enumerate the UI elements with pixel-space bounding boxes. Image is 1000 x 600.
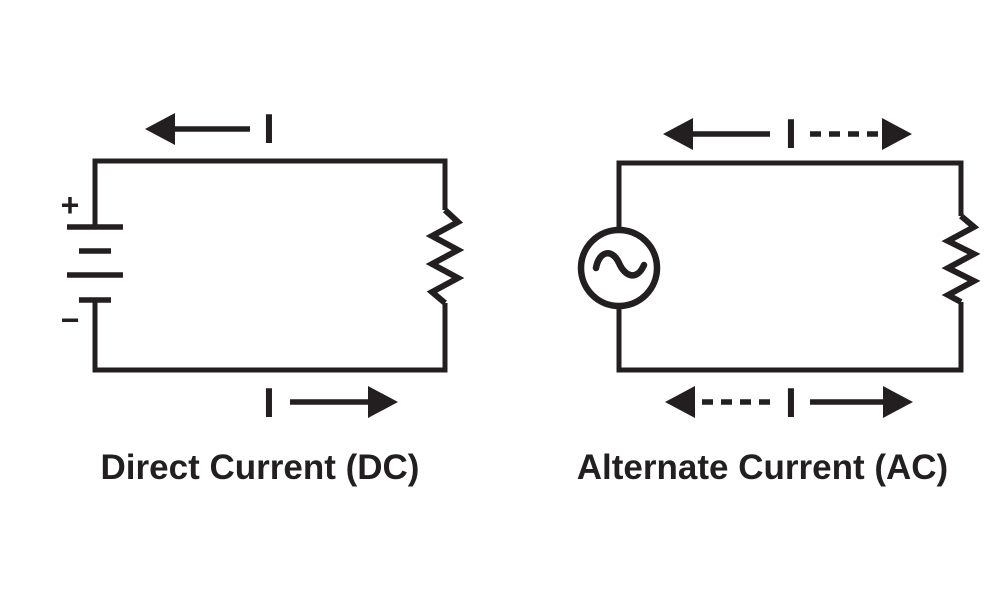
ac-circuit-diagram: I I — [577, 110, 981, 426]
arrow-head-right-icon — [882, 118, 912, 150]
dc-resistor-icon — [425, 207, 465, 306]
ac-bottom-arrow-left-dashed-icon — [665, 386, 772, 418]
arrow-head-left-icon — [663, 118, 693, 150]
dc-caption: Direct Current (DC) — [100, 448, 420, 487]
dc-wire-top — [92, 158, 448, 227]
ac-bottom-arrow-right-solid-icon — [810, 386, 913, 418]
arrow-head-right-icon — [883, 386, 913, 418]
arrow-head-left-icon — [145, 113, 175, 145]
dc-top-current-arrow-left-icon — [145, 113, 250, 145]
sine-wave-icon — [592, 250, 648, 279]
battery-negative-label: − — [61, 302, 80, 338]
ac-resistor-icon — [941, 213, 981, 305]
dc-bottom-current-arrow-right-icon — [290, 386, 398, 418]
ac-top-current-label: I — [785, 110, 797, 157]
dc-circuit-diagram: + − I I — [61, 105, 465, 426]
dc-wire-bottom — [92, 300, 448, 373]
dc-top-current-label: I — [263, 105, 275, 152]
ac-wire-bottom — [616, 302, 964, 373]
dc-bottom-current-label: I — [263, 379, 275, 426]
ac-source-circle — [577, 226, 661, 310]
ac-top-arrow-left-solid-icon — [663, 118, 770, 150]
ac-source-icon — [577, 226, 661, 310]
ac-wire-top — [616, 160, 964, 231]
ac-top-arrow-right-dashed-icon — [810, 118, 912, 150]
battery-positive-label: + — [61, 187, 80, 223]
arrow-head-left-icon — [665, 386, 695, 418]
ac-caption: Alternate Current (AC) — [576, 448, 949, 487]
battery-icon: + − — [61, 187, 123, 338]
ac-bottom-current-label: I — [785, 379, 797, 426]
arrow-head-right-icon — [368, 386, 398, 418]
